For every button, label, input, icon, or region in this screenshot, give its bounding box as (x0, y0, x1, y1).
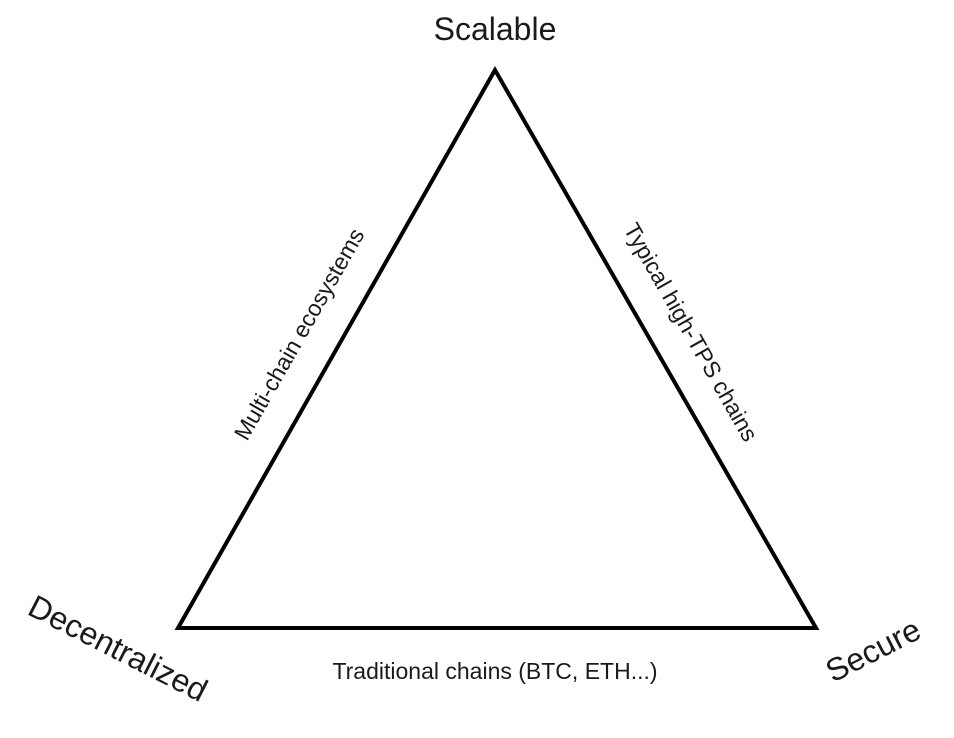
trilemma-triangle (174, 65, 820, 630)
vertex-label-scalable: Scalable (434, 11, 557, 47)
vertex-label-decentralized: Decentralized (23, 588, 214, 709)
vertex-label-secure: Secure (820, 611, 927, 689)
edge-label-traditional: Traditional chains (BTC, ETH...) (332, 658, 657, 684)
